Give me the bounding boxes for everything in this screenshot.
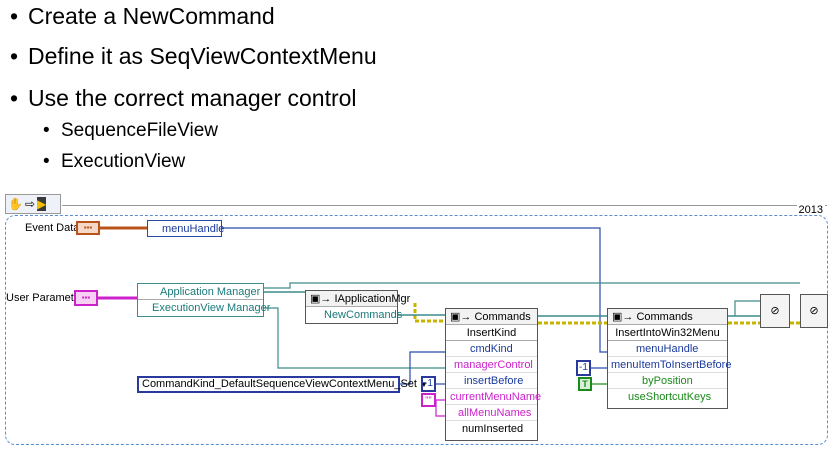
cmdkind-row: cmdKind: [446, 341, 537, 357]
wire-enum: [400, 351, 445, 385]
commands2-method: InsertIntoWin32Menu: [608, 325, 727, 341]
exec-view-manager-row: ExecutionView Manager: [152, 302, 271, 314]
newcommands-row: NewCommands: [324, 309, 403, 321]
commands1-title: ▣→ Commands: [446, 309, 537, 325]
event-structure-frame: [5, 215, 828, 445]
wires: [98, 226, 800, 417]
wire-ref-close: [734, 300, 760, 316]
wire-empty-string: [435, 399, 445, 417]
bullet-2: •Define it as SeqViewContextMenu: [10, 43, 377, 69]
menu-item-before-constant[interactable]: -1: [576, 360, 591, 376]
close-reference-icon: ⊘: [770, 305, 780, 317]
invoke-node-icon: ▣→: [450, 311, 475, 323]
header-line: [62, 205, 827, 206]
wire-error-1: [413, 303, 445, 323]
run-icon[interactable]: ▶: [37, 197, 47, 211]
menu-handle-label: menuHandle: [162, 223, 225, 235]
menuitemtoinsertbefore-row: menuItemToInsertBefore: [608, 357, 731, 373]
app-manager-row: Application Manager: [138, 284, 263, 300]
year-label: 2013: [796, 204, 825, 216]
managercontrol-row: managerControl: [446, 357, 537, 373]
bullet-3: •Use the correct manager control: [10, 85, 357, 111]
empty-string-constant[interactable]: "": [421, 393, 436, 407]
invoke-node-icon: ▣→: [612, 311, 637, 323]
event-data-terminal[interactable]: ▪▪▪: [76, 221, 100, 235]
allmenunames-row: allMenuNames: [446, 405, 537, 421]
commands1-method: InsertKind: [446, 325, 537, 341]
event-data-label: Event Data: [25, 222, 80, 234]
property-node-icon: ▣→: [310, 293, 335, 305]
labview-block-diagram: ✋ ⇨ ▶ 2013: [0, 193, 835, 451]
user-parameter-terminal[interactable]: ▪▪▪: [74, 290, 98, 306]
arrow-icon[interactable]: ⇨: [24, 197, 36, 211]
sub-bullet-2: •ExecutionView: [43, 151, 186, 172]
chevron-down-icon: ▼: [420, 380, 428, 389]
menu-handle-node[interactable]: menuHandle: [147, 220, 225, 237]
insert-before-constant[interactable]: -1: [421, 376, 436, 392]
app-manager-node[interactable]: Application Manager ExecutionView Manage…: [137, 283, 271, 317]
wire-app-ref-through: [264, 282, 800, 289]
iapplicationmgr-title: ▣→ IApplicationMgr: [306, 291, 410, 307]
command-kind-value: CommandKind_DefaultSequenceViewContextMe…: [142, 378, 428, 390]
currentmenuname-row: currentMenuName: [446, 389, 541, 405]
iapplicationmgr-node[interactable]: ▣→ IApplicationMgr NewCommands: [305, 290, 410, 324]
menuhandle-param-row: menuHandle: [608, 341, 727, 357]
wire-menuhandle: [222, 227, 607, 353]
byposition-row: byPosition: [608, 373, 727, 389]
command-kind-enum[interactable]: CommandKind_DefaultSequenceViewContextMe…: [137, 376, 428, 393]
insertbefore-row: insertBefore: [446, 373, 537, 389]
hand-icon[interactable]: ✋: [8, 197, 23, 211]
bullet-1: •Create a NewCommand: [10, 3, 275, 29]
useshortcutkeys-row: useShortcutKeys: [628, 391, 712, 403]
close-reference-2[interactable]: ⊘: [800, 294, 828, 328]
diagram-toolbar: ✋ ⇨ ▶: [5, 194, 61, 214]
close-reference-icon: ⊘: [809, 305, 819, 317]
commands-insert-kind-node[interactable]: ▣→ Commands InsertKind cmdKind managerCo…: [445, 308, 541, 441]
commands2-title: ▣→ Commands: [608, 309, 727, 325]
close-reference-1[interactable]: ⊘: [760, 294, 790, 328]
sub-bullet-1: •SequenceFileView: [43, 120, 219, 141]
commands-insert-win32-node[interactable]: ▣→ Commands InsertIntoWin32Menu menuHand…: [607, 308, 731, 409]
by-position-true-constant[interactable]: T: [578, 377, 592, 391]
user-parameter-label: User Parameter: [6, 292, 84, 304]
numinserted-row: numInserted: [462, 423, 524, 435]
wire-exec-view: [264, 307, 445, 369]
